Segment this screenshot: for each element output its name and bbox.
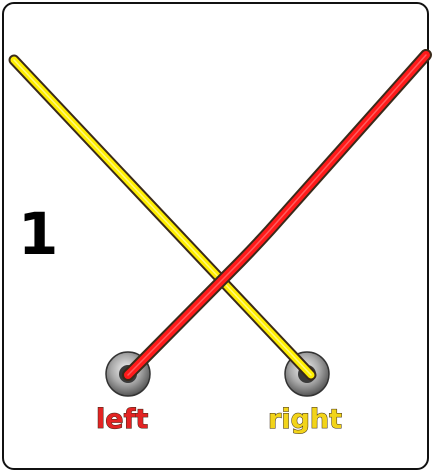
left-label: left [95,404,149,435]
instruction-card [2,2,429,470]
yellow-lace [8,54,317,381]
red-lace [122,49,432,381]
step-number: 1 [18,200,59,268]
right-label: right [267,404,343,435]
